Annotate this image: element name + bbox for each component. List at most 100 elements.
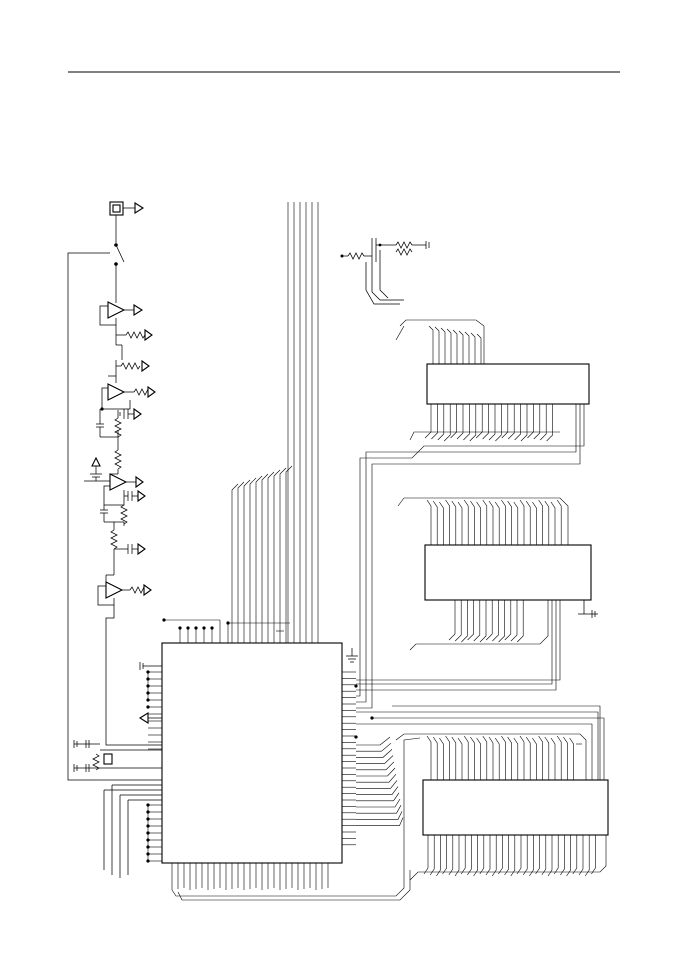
opamp-icon bbox=[97, 574, 152, 606]
chip-wire bbox=[516, 600, 524, 643]
capacitor-icon bbox=[84, 764, 100, 772]
chip-wire bbox=[456, 404, 464, 440]
chip-wire bbox=[426, 499, 432, 545]
junction-dot bbox=[202, 626, 206, 630]
chip-wire bbox=[482, 404, 489, 440]
chip-wire bbox=[522, 835, 528, 876]
chip-wire bbox=[519, 499, 525, 545]
chip-wire bbox=[428, 325, 434, 364]
resistor-icon bbox=[110, 529, 118, 550]
bus-wire bbox=[279, 467, 287, 643]
junction-dot bbox=[178, 626, 182, 630]
chip-wire bbox=[546, 404, 553, 442]
chip-wire bbox=[591, 835, 596, 875]
chip-wire bbox=[488, 736, 494, 780]
capacitor-icon bbox=[119, 407, 142, 421]
bus-wire bbox=[356, 755, 394, 764]
chip-wire bbox=[467, 835, 472, 876]
chip-wire bbox=[488, 404, 496, 441]
chip-wire bbox=[539, 404, 547, 441]
chip-wire bbox=[501, 404, 509, 439]
bus-wire bbox=[243, 479, 251, 643]
chip-wire bbox=[504, 835, 509, 876]
chip-wire bbox=[550, 501, 556, 545]
bus-wire bbox=[171, 737, 421, 897]
chip-wire bbox=[535, 835, 540, 875]
chip-wire bbox=[498, 600, 505, 643]
bus-wire bbox=[177, 870, 411, 901]
bus-wire bbox=[356, 600, 561, 681]
chip-wire bbox=[439, 501, 444, 545]
chip-wire bbox=[469, 404, 477, 442]
ground-icon bbox=[578, 600, 598, 618]
chip-wire bbox=[457, 737, 463, 780]
chip-wire bbox=[488, 500, 494, 545]
chip-wire bbox=[556, 499, 562, 545]
bus-wire bbox=[356, 774, 397, 783]
ground-icon bbox=[90, 456, 102, 481]
chip-wire bbox=[409, 835, 607, 881]
mcu-top-pins bbox=[162, 618, 290, 643]
chip-wire bbox=[397, 497, 569, 545]
chip-wire bbox=[439, 737, 444, 780]
chip-wire bbox=[525, 500, 531, 545]
bus-wire bbox=[356, 736, 391, 746]
opamp-icon bbox=[99, 301, 144, 326]
chip-wire bbox=[440, 327, 446, 364]
chip-wire bbox=[544, 736, 550, 780]
bus-wire bbox=[356, 761, 395, 771]
chip-wire bbox=[424, 404, 432, 439]
chip-wire bbox=[434, 326, 440, 364]
chip-wire bbox=[538, 499, 543, 545]
chip-wire bbox=[443, 404, 451, 442]
chip-wire bbox=[445, 735, 450, 780]
junction-dot bbox=[194, 626, 198, 630]
switch-icon bbox=[114, 243, 125, 293]
chip-wire bbox=[495, 404, 502, 442]
chip-wire bbox=[547, 835, 553, 877]
junction-dot bbox=[354, 684, 358, 688]
chip-wire bbox=[563, 736, 568, 780]
chip-wire bbox=[409, 600, 549, 651]
capacitor-icon bbox=[124, 489, 146, 503]
chip-wire bbox=[507, 404, 515, 440]
chip-wire bbox=[513, 737, 519, 780]
crystal-icon bbox=[100, 749, 162, 769]
chip-wire bbox=[451, 736, 457, 780]
junction-dot bbox=[162, 618, 166, 622]
chip-wire bbox=[446, 328, 452, 364]
chip-wire bbox=[553, 835, 559, 875]
bus-wire bbox=[372, 717, 605, 780]
chip-wire bbox=[578, 835, 584, 876]
junction-dot bbox=[186, 626, 190, 630]
bus-wire bbox=[356, 723, 593, 780]
chip-wire bbox=[529, 835, 534, 877]
chip-wire bbox=[501, 499, 506, 545]
chip-wire bbox=[510, 835, 516, 877]
opamp-icon bbox=[103, 473, 144, 506]
opamp-icon bbox=[101, 375, 156, 410]
chip-wire bbox=[572, 835, 578, 875]
capacitor-icon bbox=[96, 409, 104, 437]
chip-wire bbox=[544, 500, 550, 545]
chip-wire bbox=[445, 499, 450, 545]
chip-wire bbox=[437, 404, 445, 441]
chip-wire bbox=[423, 835, 429, 875]
junction-dot bbox=[210, 626, 214, 630]
bus-wire bbox=[356, 805, 402, 814]
chip-wire bbox=[519, 735, 525, 780]
mcu-bottom-pins bbox=[171, 737, 421, 901]
ground-icon bbox=[73, 764, 84, 772]
chip-wire bbox=[476, 333, 482, 364]
capacitor-icon bbox=[84, 740, 100, 748]
memory-chip bbox=[422, 779, 609, 836]
chip-wire bbox=[392, 705, 601, 780]
chip-wire bbox=[510, 600, 518, 642]
junction-dot bbox=[146, 705, 150, 709]
chip-wire bbox=[460, 835, 466, 875]
chip-wire bbox=[527, 404, 534, 439]
chip-wire bbox=[470, 736, 475, 780]
chip-wire bbox=[516, 835, 522, 875]
bus-wire bbox=[255, 475, 263, 643]
